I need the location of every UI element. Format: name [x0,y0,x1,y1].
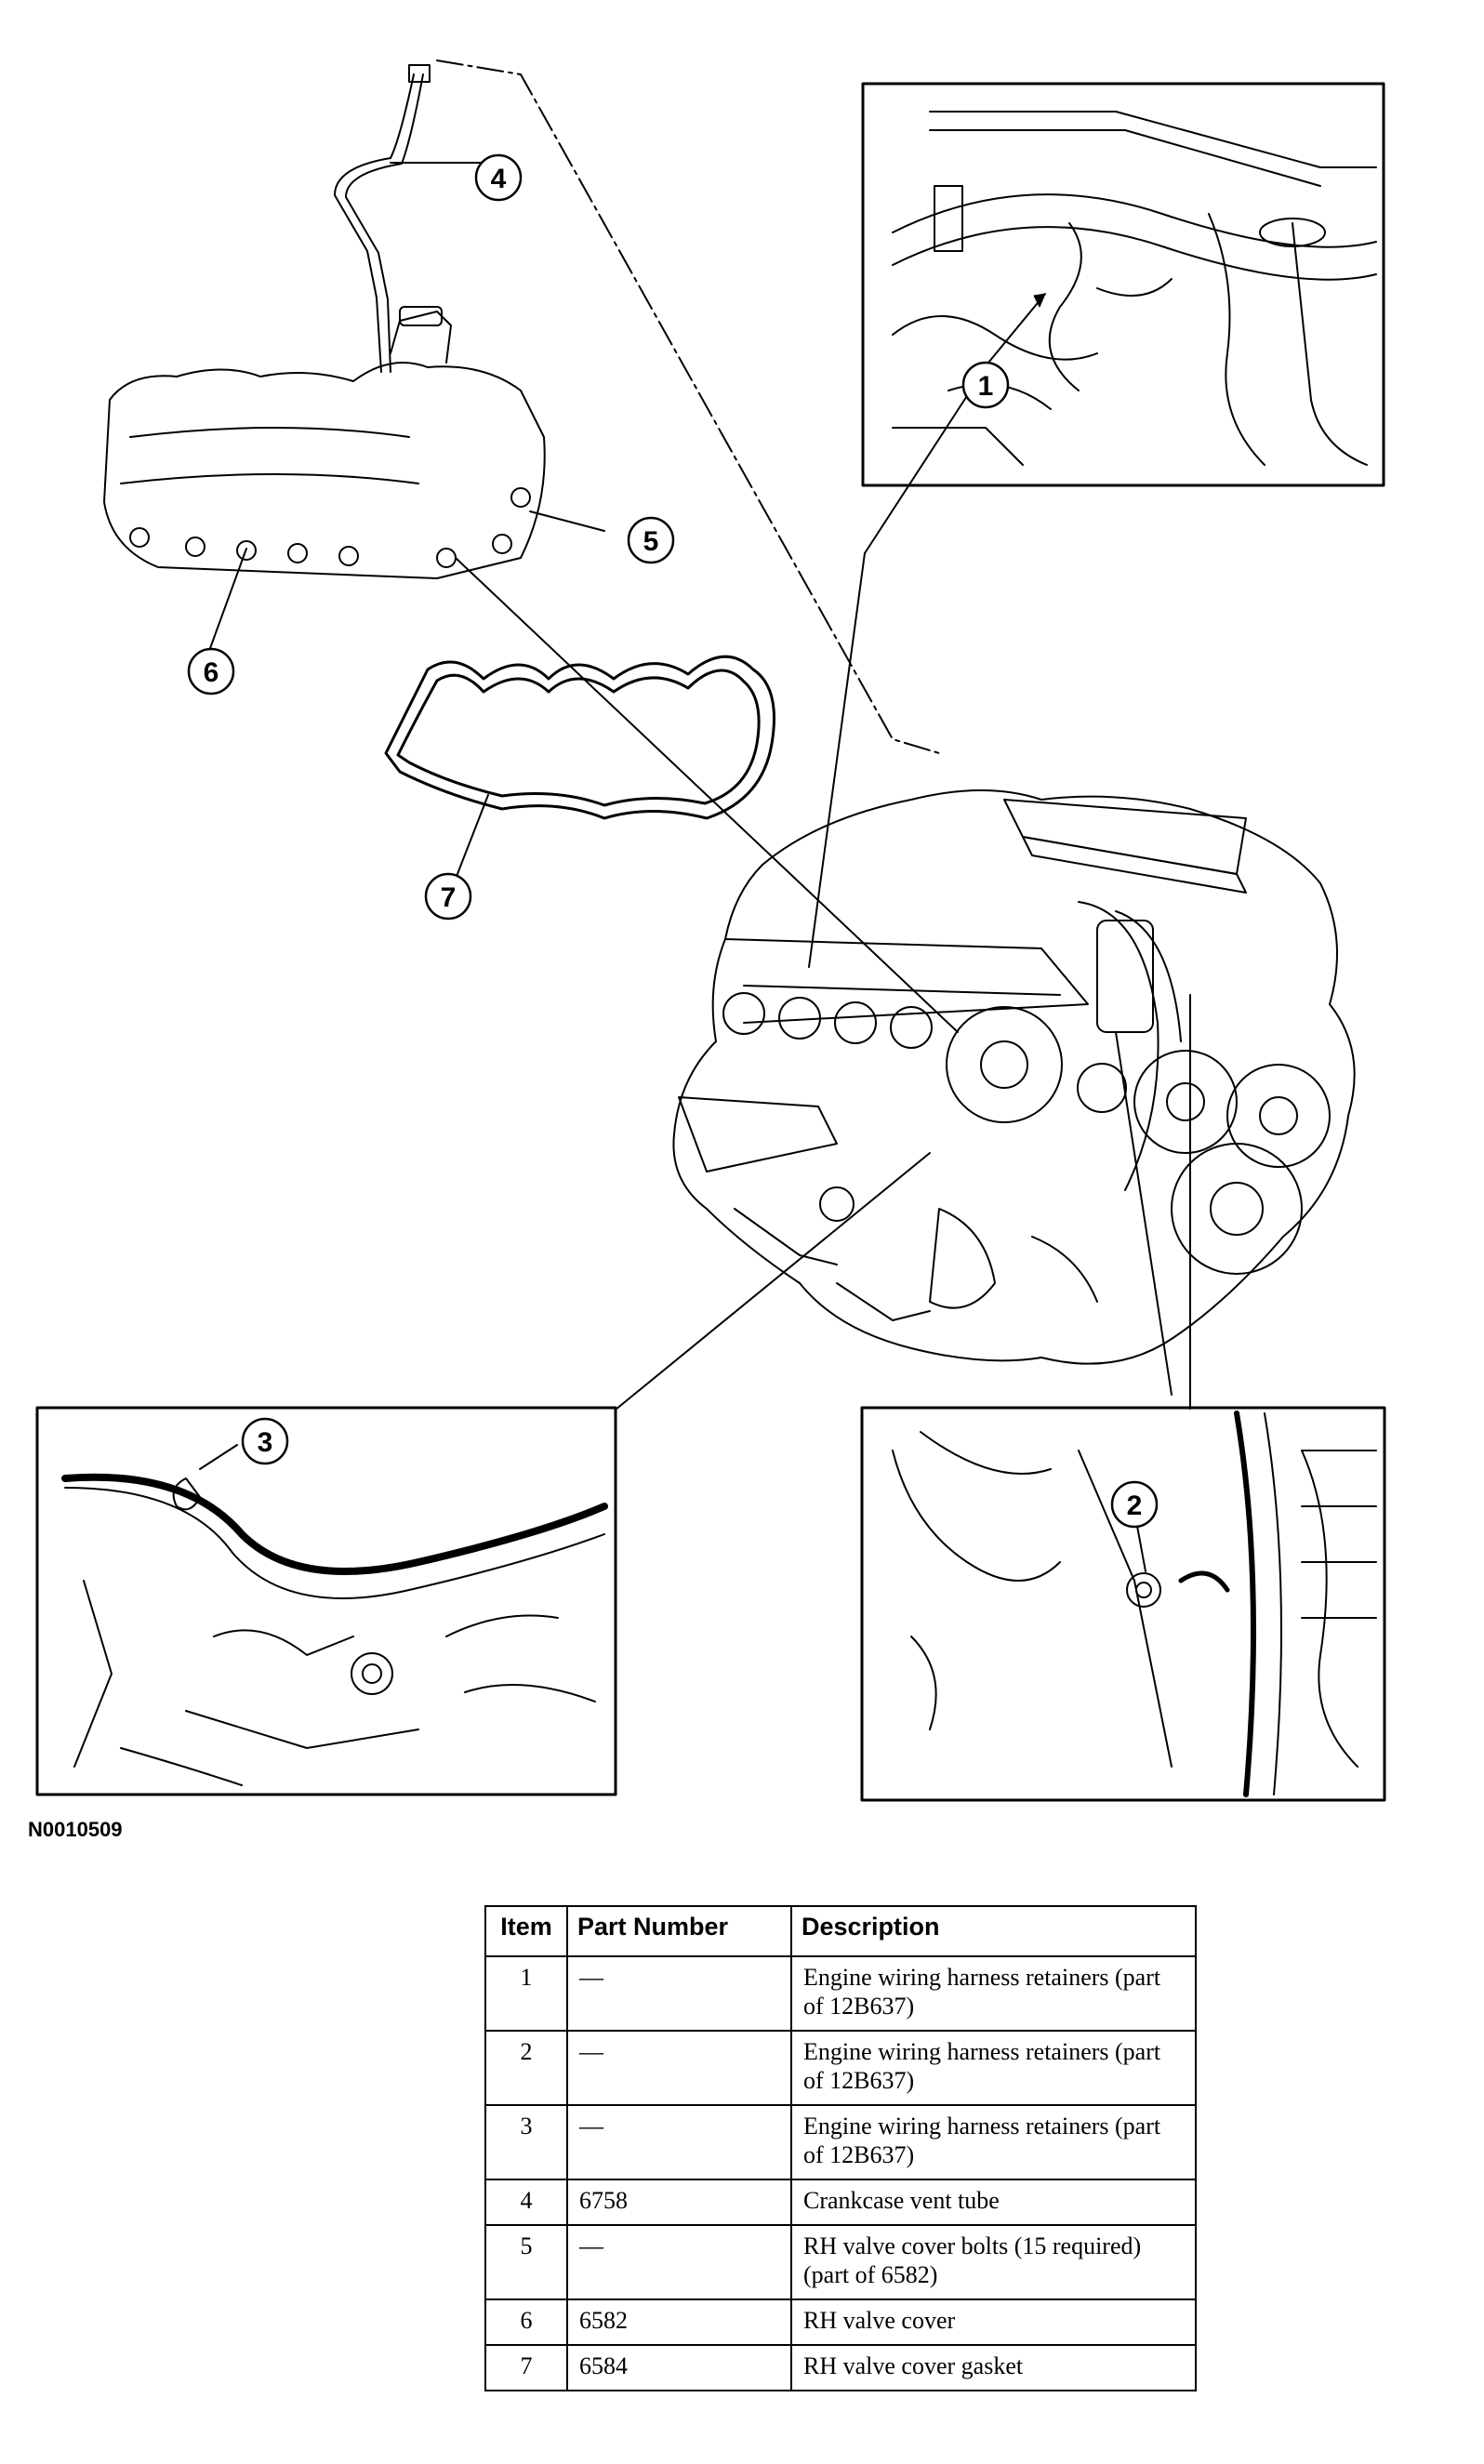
engine-illustration [672,789,1356,1365]
callout-7-label: 7 [441,882,457,913]
valve-cover-illustration [103,306,546,579]
cell-part-number: 6582 [566,2298,792,2346]
callout-4: 4 [474,153,523,202]
callout-7: 7 [424,872,472,921]
cell-part-number: — [566,1955,792,2032]
callout-1: 1 [961,361,1010,409]
vent-tube-illustration [334,64,431,373]
inset-detail-2 [860,1406,1386,1802]
callout-3-label: 3 [258,1427,273,1458]
table-row: 7 6584 RH valve cover gasket [484,2344,1197,2391]
header-item: Item [484,1905,568,1957]
cell-description: RH valve cover bolts (15 required) (part… [790,2224,1197,2300]
cell-item: 4 [484,2179,568,2226]
cell-part-number: 6758 [566,2179,792,2226]
cell-item: 3 [484,2104,568,2180]
table-row: 6 6582 RH valve cover [484,2298,1197,2346]
cell-description: RH valve cover [790,2298,1197,2346]
figure-id: N0010509 [28,1818,123,1841]
cell-item: 1 [484,1955,568,2032]
cell-part-number: — [566,2030,792,2106]
exploded-view-illustration: 1 2 3 4 5 6 7 [35,60,1386,1802]
cell-description: Crankcase vent tube [790,2179,1197,2226]
cell-item: 6 [484,2298,568,2346]
cell-item: 5 [484,2224,568,2300]
callout-5: 5 [627,516,675,564]
callout-2-label: 2 [1127,1490,1143,1521]
callout-6-label: 6 [204,657,219,688]
table-row: 1 — Engine wiring harness retainers (par… [484,1955,1197,2032]
inset-detail-1 [861,82,1385,487]
cell-part-number: — [566,2224,792,2300]
table-row: 2 — Engine wiring harness retainers (par… [484,2030,1197,2106]
callout-2: 2 [1110,1480,1159,1529]
table-header-row: Item Part Number Description [484,1905,1197,1957]
inset-detail-3 [35,1406,617,1796]
table-row: 3 — Engine wiring harness retainers (par… [484,2104,1197,2180]
cell-description: Engine wiring harness retainers (part of… [790,1955,1197,2032]
parts-table: Item Part Number Description 1 — Engine … [484,1905,1197,2391]
header-part-number: Part Number [566,1905,792,1957]
cell-part-number: — [566,2104,792,2180]
callout-6: 6 [187,647,235,695]
callout-1-label: 1 [978,371,994,402]
cell-part-number: 6584 [566,2344,792,2391]
table-row: 4 6758 Crankcase vent tube [484,2179,1197,2226]
cell-description: RH valve cover gasket [790,2344,1197,2391]
callout-4-label: 4 [491,164,507,194]
cell-item: 2 [484,2030,568,2106]
header-description: Description [790,1905,1197,1957]
cell-description: Engine wiring harness retainers (part of… [790,2030,1197,2106]
callout-3: 3 [241,1417,289,1465]
cell-item: 7 [484,2344,568,2391]
callout-5-label: 5 [643,526,659,557]
gasket-illustration [384,655,775,820]
leader-lines [208,60,1191,1411]
table-row: 5 — RH valve cover bolts (15 required) (… [484,2224,1197,2300]
cell-description: Engine wiring harness retainers (part of… [790,2104,1197,2180]
